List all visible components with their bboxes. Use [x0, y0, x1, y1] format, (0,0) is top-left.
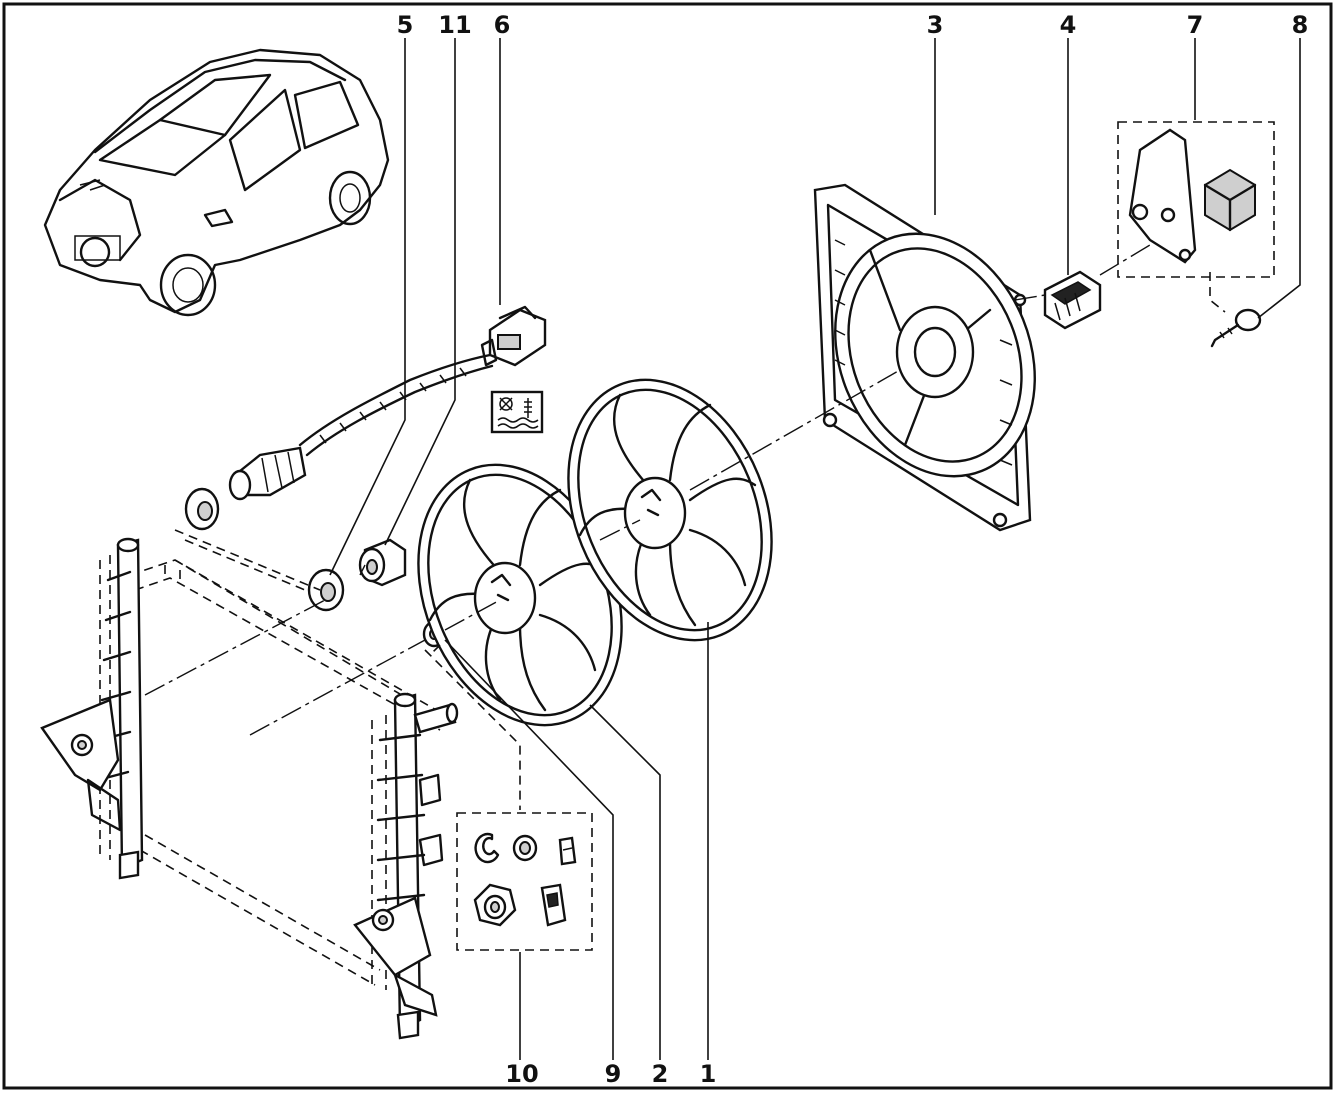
callout-4: 4 — [1060, 11, 1077, 39]
callout-2: 2 — [652, 1060, 669, 1088]
callout-leaders — [329, 38, 1301, 1060]
callout-8: 8 — [1292, 11, 1309, 39]
part-8-screw — [1210, 308, 1262, 348]
part-4-fan-resistor — [1043, 270, 1102, 330]
callout-10: 10 — [505, 1060, 538, 1088]
callout-7: 7 — [1187, 11, 1204, 39]
part-5-washer — [307, 568, 345, 612]
callout-labels: 5 11 6 3 4 7 8 10 9 2 1 — [397, 11, 1309, 1088]
part-3-fan-shroud — [813, 183, 1036, 532]
radiator — [40, 537, 459, 1040]
callout-11: 11 — [438, 11, 471, 39]
callout-9: 9 — [605, 1060, 622, 1088]
assembly-lines — [144, 244, 1226, 810]
callout-6: 6 — [494, 11, 511, 39]
fan-temperature-icon — [490, 390, 544, 434]
part-11-grommet — [358, 538, 407, 587]
callout-1: 1 — [700, 1060, 717, 1088]
part-10-fixings-kit — [456, 812, 593, 951]
fan-wiring-harness — [228, 305, 547, 501]
vehicle-location-icon — [43, 48, 390, 317]
part-1-fan-blade-rear — [567, 378, 773, 642]
callout-5: 5 — [397, 11, 414, 39]
callout-3: 3 — [927, 11, 944, 39]
sealing-washer — [184, 487, 220, 531]
part-7-bracket-kit — [1117, 121, 1275, 278]
